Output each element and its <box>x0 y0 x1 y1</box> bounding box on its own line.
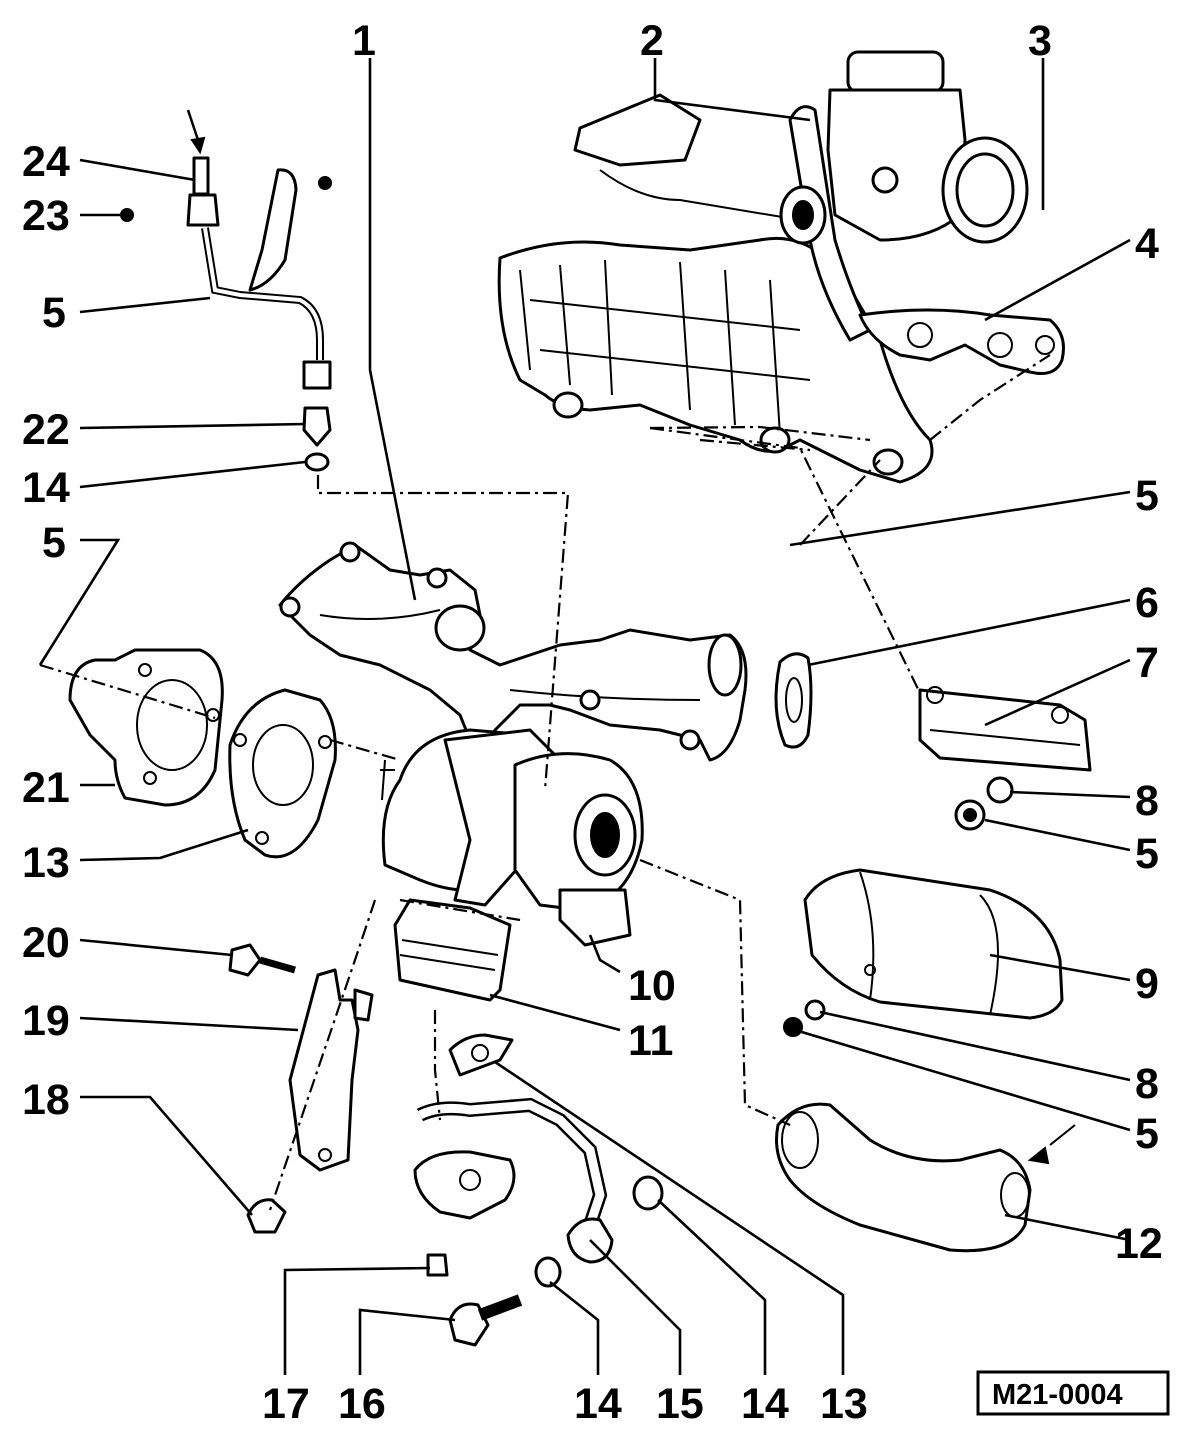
callout-5-manifold-bolt: 5 <box>1135 472 1159 520</box>
callout-6: 6 <box>1135 579 1159 627</box>
reference-code-box: M21-0004 <box>976 1370 1170 1416</box>
small-gasket-drawing <box>774 652 813 749</box>
intake-manifold-drawing <box>497 93 934 484</box>
callout-13-gasket: 13 <box>22 839 70 887</box>
alignment-lines <box>39 354 1051 1211</box>
callout-15: 15 <box>656 1380 704 1428</box>
callout-labels: 1 2 3 4 24 23 5 22 14 5 5 6 7 8 5 9 8 5 … <box>22 17 1163 1428</box>
callout-24: 24 <box>22 138 70 186</box>
callout-3: 3 <box>1028 17 1052 65</box>
callout-12: 12 <box>1115 1220 1163 1268</box>
callout-5-bracket-nut: 5 <box>1135 830 1159 878</box>
bolt-18-drawing <box>246 1198 287 1234</box>
callout-19: 19 <box>22 997 70 1045</box>
callout-7: 7 <box>1135 639 1159 687</box>
manifold-gasket-drawing <box>858 308 1065 375</box>
callout-22: 22 <box>22 406 70 454</box>
callout-2: 2 <box>640 17 664 65</box>
leader-lines <box>38 58 1131 1375</box>
callout-14-top: 14 <box>22 464 70 512</box>
turbo-gasket-drawing <box>228 688 337 859</box>
flange-drawing <box>68 648 224 807</box>
exhaust-manifold-drawing <box>278 541 748 762</box>
oil-return-line-drawing <box>413 1033 664 1347</box>
callout-23: 23 <box>22 192 70 240</box>
callout-5-shield-nut: 5 <box>1135 1110 1159 1158</box>
callout-13-oil-line: 13 <box>820 1380 868 1428</box>
callout-21: 21 <box>22 764 70 812</box>
heat-shield-drawing <box>803 868 1064 1020</box>
support-bracket-drawing <box>288 968 374 1172</box>
callout-5-vacuum-line: 5 <box>42 289 66 337</box>
turbocharger-drawing <box>380 728 644 1002</box>
callout-14-lower-left: 14 <box>574 1380 622 1428</box>
callout-11: 11 <box>628 1017 673 1065</box>
vacuum-line-drawing <box>120 156 332 472</box>
callout-1: 1 <box>352 17 376 65</box>
callout-5-flange-nut: 5 <box>42 519 66 567</box>
callout-20: 20 <box>22 919 70 967</box>
callout-16: 16 <box>338 1380 386 1428</box>
bracket-drawing <box>918 686 1092 772</box>
callout-8-lower: 8 <box>1135 1060 1159 1108</box>
callout-10: 10 <box>628 962 676 1010</box>
nuts-right-drawing <box>783 776 1014 1037</box>
callout-9: 9 <box>1135 960 1159 1008</box>
callout-4: 4 <box>1135 220 1159 268</box>
egr-valve-drawing <box>779 50 1029 245</box>
arrow-icons <box>186 109 1050 1165</box>
callout-8-upper: 8 <box>1135 777 1159 825</box>
callout-14-lower-right: 14 <box>741 1380 789 1428</box>
bolt-20-drawing <box>228 943 296 977</box>
callout-18: 18 <box>22 1076 70 1124</box>
callout-17: 17 <box>262 1380 310 1428</box>
reference-code: M21-0004 <box>992 1379 1123 1411</box>
intake-pipe-drawing <box>775 1102 1076 1253</box>
